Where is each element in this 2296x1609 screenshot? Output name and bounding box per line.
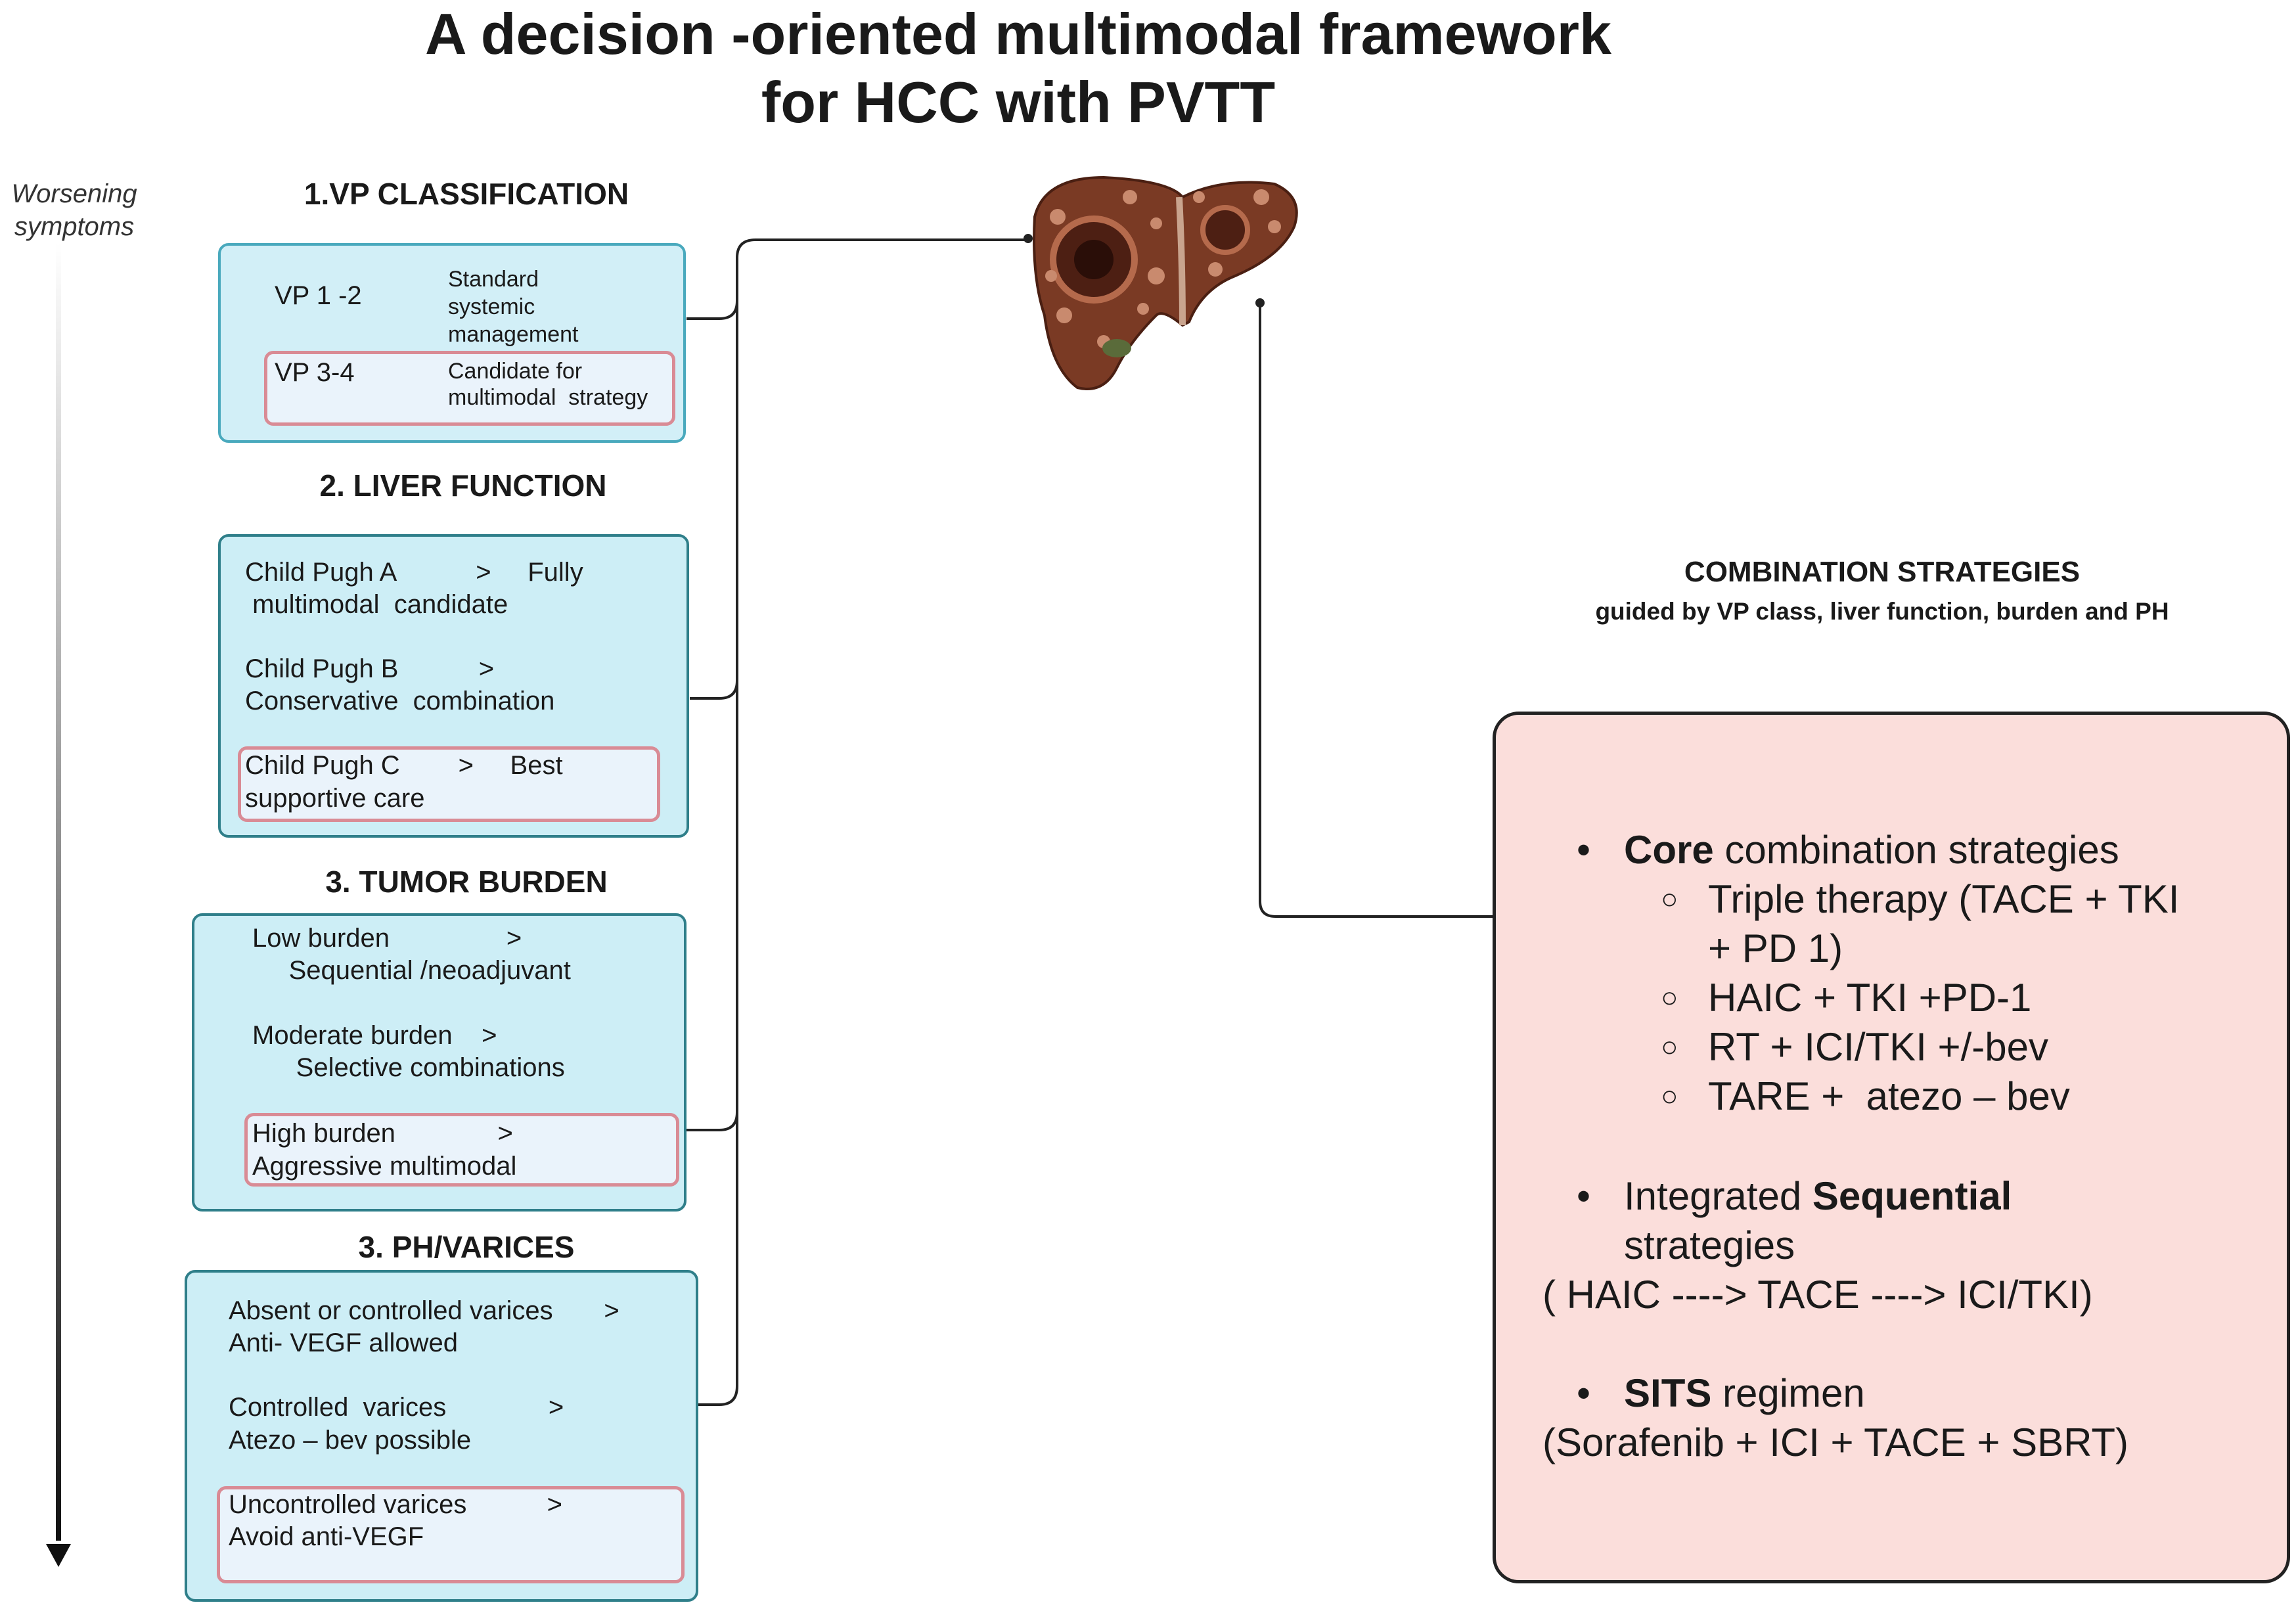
burden-mod-1: Moderate burden > (252, 1021, 497, 1050)
sits-line-2: (Sorafenib + ICI + TACE + SBRT) (1542, 1420, 2129, 1464)
circle-bullet-4: ○ (1661, 1080, 1678, 1112)
sequential-line-2: strategies (1624, 1223, 1795, 1267)
ph-uncontrolled-1: Uncontrolled varices > (229, 1490, 562, 1519)
bracket-ph (698, 1386, 738, 1406)
right-connector (1259, 303, 1495, 918)
vp-row1-text-1: Standard (448, 267, 539, 292)
burden-high-2: Aggressive multimodal (252, 1152, 517, 1181)
core-sub2: HAIC + TKI +PD-1 (1708, 976, 2032, 1020)
vp-highlight (264, 351, 675, 426)
ph-absent-2: Anti- VEGF allowed (229, 1328, 459, 1357)
vp-row2-text-1: Candidate for (448, 359, 583, 384)
vp-row1-text-2: systemic (448, 294, 535, 319)
ph-absent-1: Absent or controlled varices > (229, 1296, 619, 1325)
ph-highlight (217, 1486, 685, 1583)
vp-row2-label: VP 3-4 (275, 358, 355, 387)
liver-heading: 2. LIVER FUNCTION (319, 468, 607, 503)
bullet-sequential: • (1577, 1174, 1591, 1218)
bracket-liver (690, 680, 738, 700)
liver-icon (1033, 175, 1298, 390)
liver-b-2: Conservative combination (245, 687, 555, 715)
page-title: A decision -oriented multimodal framewor… (0, 0, 2037, 137)
ph-heading: 3. PH/VARICES (358, 1230, 575, 1264)
burden-mod-2: Selective combinations (252, 1053, 565, 1082)
vp-row1-label: VP 1 -2 (275, 281, 362, 310)
core-sub3: RT + ICI/TKI +/-bev (1708, 1025, 2048, 1069)
burden-high-1: High burden > (252, 1119, 513, 1148)
core-line: Core combination strategies (1624, 828, 2119, 872)
liver-a-1: Child Pugh A > Fully (245, 558, 583, 587)
burden-heading: 3. TUMOR BURDEN (325, 865, 608, 899)
bracket-burden (687, 1112, 738, 1131)
sequential-line-3: ( HAIC ----> TACE ----> ICI/TKI) (1542, 1273, 2093, 1317)
liver-highlight (238, 746, 660, 822)
burden-low-2: Sequential /neoadjuvant (252, 956, 571, 985)
combination-box (1493, 712, 2290, 1583)
title-line-2: for HCC with PVTT (761, 70, 1276, 135)
worsening-axis-arrowhead (46, 1544, 71, 1567)
core-sub1-l2: + PD 1) (1708, 926, 1843, 970)
ph-uncontrolled-2: Avoid anti-VEGF (229, 1522, 424, 1551)
vp-row2-text-2: multimodal strategy (448, 385, 648, 410)
circle-bullet-1: ○ (1661, 883, 1678, 915)
core-sub4: TARE + atezo – bev (1708, 1074, 2070, 1118)
combination-heading: COMBINATION STRATEGIES (1684, 556, 2081, 588)
burden-low-1: Low burden > (252, 924, 522, 953)
bullet-sits: • (1577, 1371, 1591, 1415)
worsening-axis-line (56, 243, 61, 1541)
liver-c-2: supportive care (245, 784, 425, 813)
liver-c-1: Child Pugh C > Best (245, 751, 563, 780)
liver-a-2: multimodal candidate (245, 590, 508, 619)
core-sub1-l1: Triple therapy (TACE + TKI (1708, 877, 2180, 921)
bracket-vp (687, 238, 1028, 320)
burden-highlight (244, 1113, 679, 1187)
circle-bullet-3: ○ (1661, 1031, 1678, 1063)
worsening-symptoms-label: Worsening symptoms (11, 179, 137, 241)
title-line-1: A decision -oriented multimodal framewor… (425, 1, 1611, 66)
vp-heading: 1.VP CLASSIFICATION (304, 177, 629, 211)
sits-line: SITS regimen (1624, 1371, 1865, 1415)
vp-row1-text-3: management (448, 322, 579, 347)
combination-subheading: guided by VP class, liver function, burd… (1595, 598, 2169, 625)
circle-bullet-2: ○ (1661, 982, 1678, 1014)
bullet-core: • (1577, 828, 1591, 872)
sequential-line: Integrated Sequential (1624, 1174, 2012, 1218)
ph-controlled-2: Atezo – bev possible (229, 1426, 472, 1455)
ph-controlled-1: Controlled varices > (229, 1393, 564, 1422)
liver-b-1: Child Pugh B > (245, 654, 495, 683)
bracket-end-dot (1024, 234, 1033, 243)
